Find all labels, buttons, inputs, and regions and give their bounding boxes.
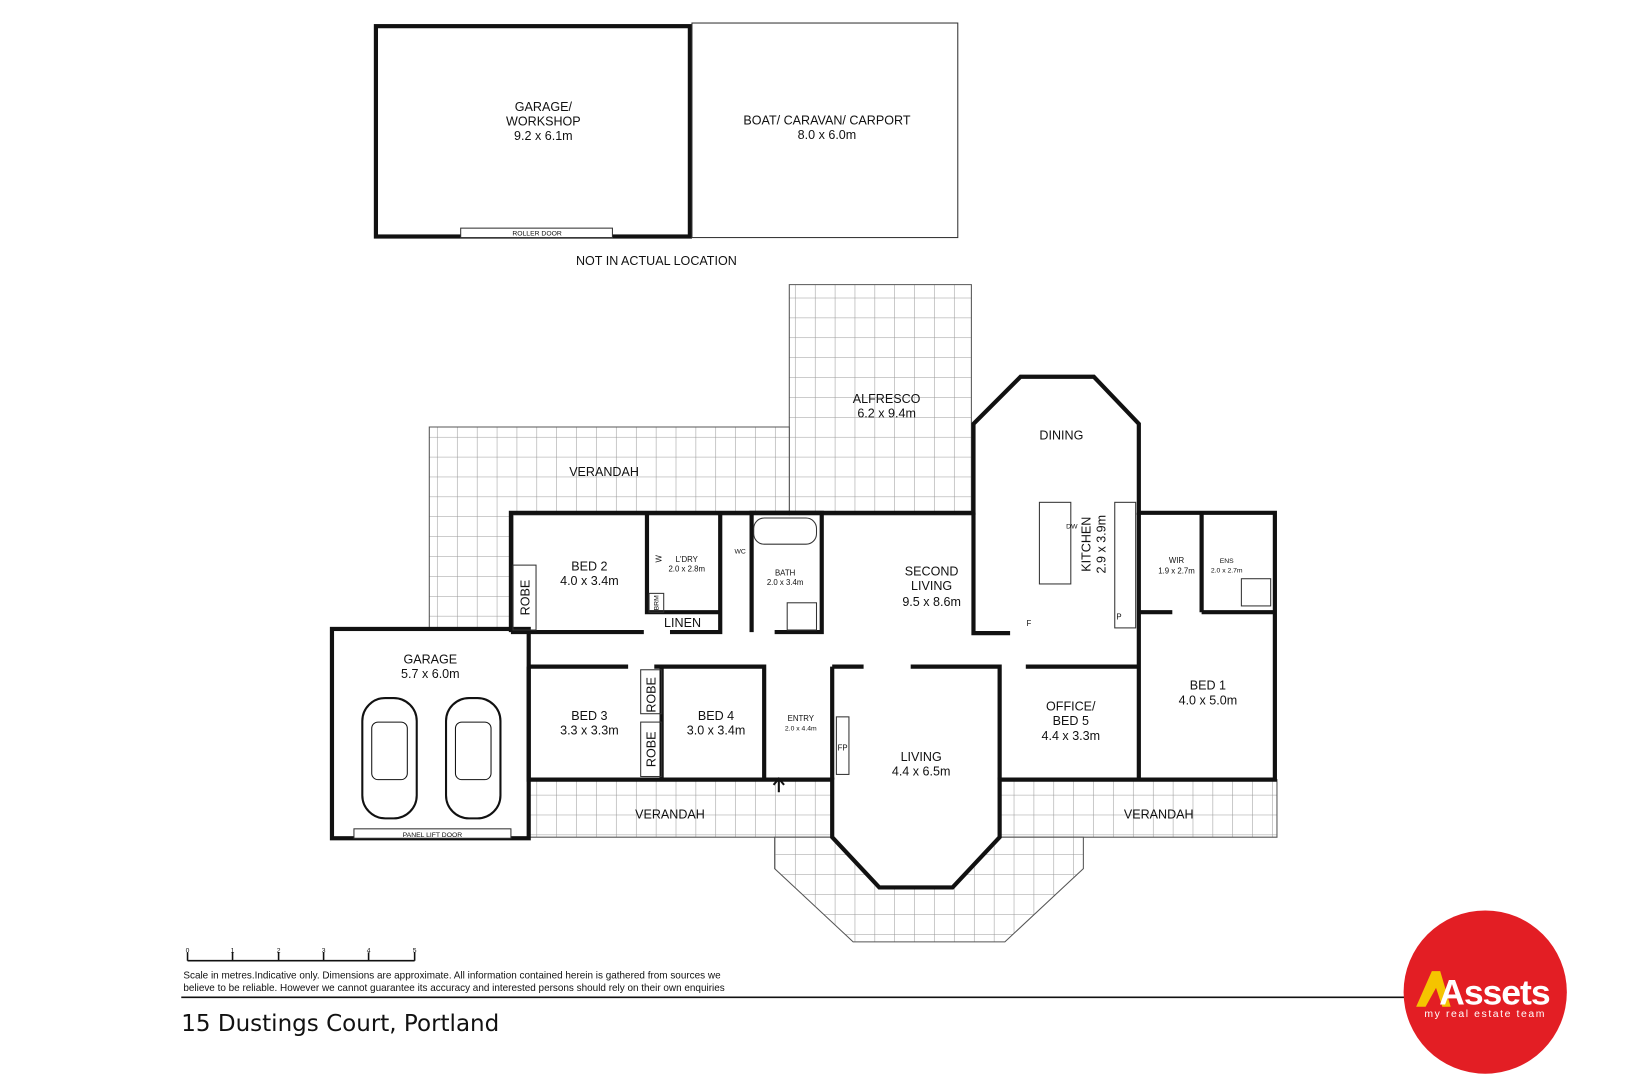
room-label: F xyxy=(1027,619,1032,628)
room-label: LIVING xyxy=(911,579,952,593)
room-label: 9.2 x 6.1m xyxy=(514,129,573,143)
property-address: 15 Dustings Court, Portland xyxy=(181,1011,499,1037)
room-label: ENTRY xyxy=(788,714,815,723)
room-label: 3.3 x 3.3m xyxy=(560,724,619,738)
scale-bar: 0 1 2 3 4 5 xyxy=(186,947,417,962)
room-label: BOAT/ CARAVAN/ CARPORT xyxy=(743,114,910,128)
room-label: SECOND xyxy=(905,565,959,579)
room-label: BED 4 xyxy=(698,709,734,723)
room-label: 2 xyxy=(277,947,281,954)
room-label: 9.5 x 8.6m xyxy=(902,595,961,609)
room-label: OFFICE/ xyxy=(1046,700,1096,714)
room-label: 4.0 x 3.4m xyxy=(560,574,619,588)
room-label: ROBE xyxy=(644,732,658,768)
room-label: 2.0 x 3.4m xyxy=(767,578,804,587)
room-label: BED 5 xyxy=(1053,714,1089,728)
room-label: 4.0 x 5.0m xyxy=(1179,693,1238,707)
room-label: 2.9 x 3.9m xyxy=(1094,515,1108,574)
room-label: PANEL LIFT DOOR xyxy=(403,832,463,839)
room-label: WORKSHOP xyxy=(506,115,581,129)
room-label: GARAGE xyxy=(403,652,457,666)
location-note: NOT IN ACTUAL LOCATION xyxy=(576,254,737,268)
room-label: BRM xyxy=(653,595,660,610)
room-label: my real estate team xyxy=(1424,1009,1546,1020)
garage-workshop: GARAGE/ WORKSHOP 9.2 x 6.1m ROLLER DOOR xyxy=(373,24,692,239)
room-label: DW xyxy=(1066,523,1078,530)
house-walls xyxy=(329,374,1277,890)
room-label: 4 xyxy=(367,947,371,954)
room-label: L'DRY xyxy=(676,555,699,564)
room-label: 0 xyxy=(186,947,190,954)
room-label: W xyxy=(655,555,664,563)
room-label: 4.4 x 6.5m xyxy=(892,764,951,778)
room-label: BED 2 xyxy=(571,559,607,573)
room-label: WIR xyxy=(1169,556,1185,565)
room-label: LIVING xyxy=(901,750,942,764)
room-label: ALFRESCO xyxy=(853,392,921,406)
room-label: BATH xyxy=(775,569,796,578)
room-label: 1.9 x 2.7m xyxy=(1158,566,1195,575)
room-label: P xyxy=(1116,613,1121,622)
car-icon xyxy=(361,696,418,820)
car-icon xyxy=(444,696,502,820)
carport: BOAT/ CARAVAN/ CARPORT 8.0 x 6.0m xyxy=(691,22,959,239)
room-label: 5 xyxy=(413,947,417,954)
room-label: GARAGE/ xyxy=(515,100,573,114)
entry-arrow-icon xyxy=(772,776,785,793)
room-label: VERANDAH xyxy=(569,465,639,479)
room-label: 5.7 x 6.0m xyxy=(401,667,460,681)
room-label: Assets xyxy=(1439,973,1550,1013)
room-label: BED 1 xyxy=(1190,679,1226,693)
room-label: ROBE xyxy=(644,677,658,713)
room-label: BED 3 xyxy=(571,709,607,723)
room-label: FP xyxy=(838,743,848,752)
room-label: VERANDAH xyxy=(1124,807,1194,821)
room-label: VERANDAH xyxy=(635,807,705,821)
room-label: 2.0 x 4.4m xyxy=(785,725,817,732)
room-label: 2.0 x 2.8m xyxy=(668,564,705,573)
disclaimer-line-2: believe to be reliable. However we canno… xyxy=(183,983,724,994)
room-label: 3 xyxy=(322,947,326,954)
room-label: 1 xyxy=(231,947,235,954)
roller-door-label: ROLLER DOOR xyxy=(512,230,562,237)
room-label: LINEN xyxy=(664,616,701,630)
assets-logo: Assets my real estate team xyxy=(1403,910,1567,1074)
room-label: WC xyxy=(734,549,745,556)
room-label: 6.2 x 9.4m xyxy=(857,407,916,421)
room-label: 8.0 x 6.0m xyxy=(798,128,857,142)
verandah-top xyxy=(428,426,790,629)
room-label: DINING xyxy=(1039,429,1083,443)
room-label: ROBE xyxy=(519,580,533,616)
room-label: 2.0 x 2.7m xyxy=(1211,567,1243,574)
room-label: 4.4 x 3.3m xyxy=(1042,729,1101,743)
room-label: 3.0 x 3.4m xyxy=(687,724,746,738)
room-label: ENS xyxy=(1220,558,1234,565)
room-label: KITCHEN xyxy=(1080,517,1094,572)
disclaimer-line-1: Scale in metres.Indicative only. Dimensi… xyxy=(183,970,721,981)
